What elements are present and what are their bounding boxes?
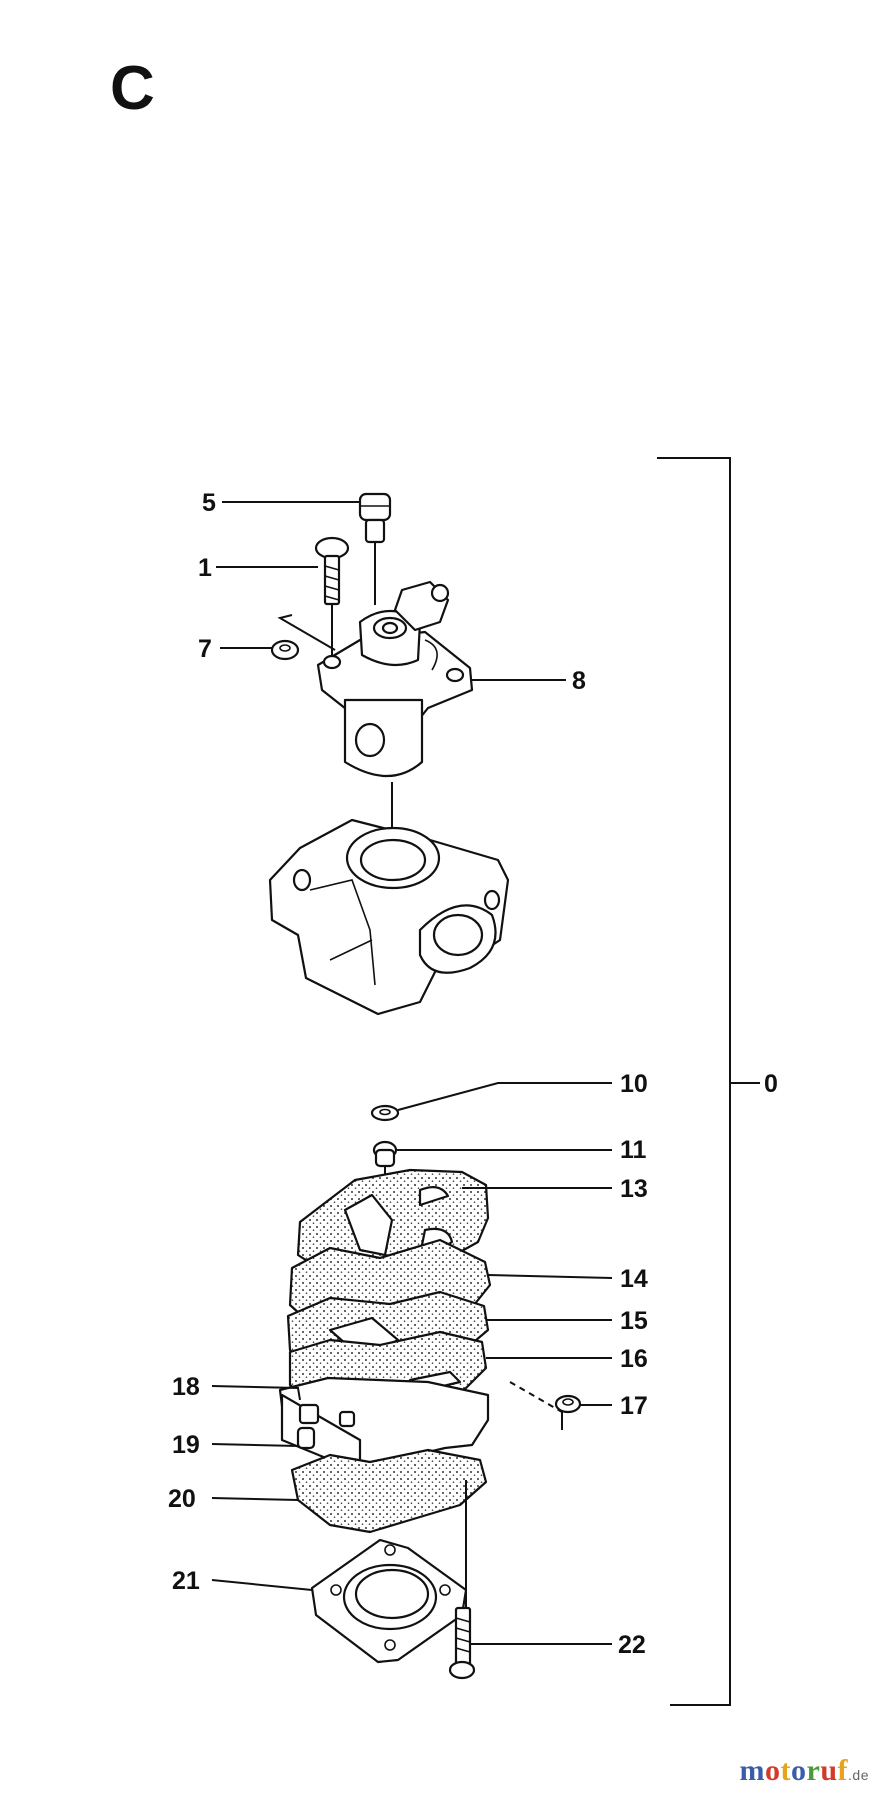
- callout-7: 7: [198, 635, 212, 663]
- callout-15: 15: [620, 1307, 648, 1335]
- assembly-bracket: [657, 457, 760, 1706]
- section-letter: C: [110, 54, 155, 123]
- watermark-letter: o: [765, 1754, 781, 1787]
- callout-16: 16: [620, 1345, 648, 1373]
- part-17-nut: [509, 1381, 582, 1430]
- watermark-letter: t: [780, 1754, 792, 1787]
- part-8-throttle-housing: [316, 580, 474, 848]
- callout-14: 14: [620, 1265, 648, 1293]
- part-7-nut: [270, 614, 336, 661]
- callout-21: 21: [172, 1567, 200, 1595]
- leader-lines: [211, 501, 613, 1645]
- part-1-screw: [314, 536, 350, 655]
- part-20-gasket: [290, 1448, 488, 1534]
- watermark-logo: motoruf.de: [740, 1754, 869, 1788]
- callout-labels: 5 1 7 8 10 0 11 13 14 15 16 17 18 19 20 …: [168, 489, 778, 1659]
- watermark-letter: r: [806, 1754, 821, 1787]
- callout-5: 5: [202, 489, 216, 517]
- part-22-screw: [448, 1480, 476, 1680]
- callout-17: 17: [620, 1392, 648, 1420]
- callout-11: 11: [620, 1136, 647, 1164]
- carburetor-body: [268, 818, 510, 1016]
- part-21-cover: [310, 1538, 468, 1664]
- part-19-small-screw: [296, 1426, 316, 1450]
- part-18-pump-body: [278, 1376, 490, 1474]
- watermark-letter: m: [739, 1754, 766, 1787]
- watermark-letters: motoruf: [740, 1754, 849, 1787]
- callout-18: 18: [172, 1373, 200, 1401]
- watermark-letter: o: [791, 1754, 807, 1787]
- callout-22: 22: [618, 1631, 646, 1659]
- part-5-adjust-screw: [358, 492, 392, 605]
- callout-8: 8: [572, 667, 586, 695]
- callout-0: 0: [764, 1070, 778, 1098]
- callout-13: 13: [620, 1175, 648, 1203]
- watermark-suffix: .de: [848, 1767, 869, 1783]
- part-10-washer: [370, 1104, 400, 1122]
- callout-1: 1: [198, 554, 212, 582]
- callout-19: 19: [172, 1431, 200, 1459]
- watermark-letter: u: [820, 1754, 838, 1787]
- callout-10: 10: [620, 1070, 648, 1098]
- callout-20: 20: [168, 1485, 196, 1513]
- watermark-letter: f: [837, 1754, 849, 1787]
